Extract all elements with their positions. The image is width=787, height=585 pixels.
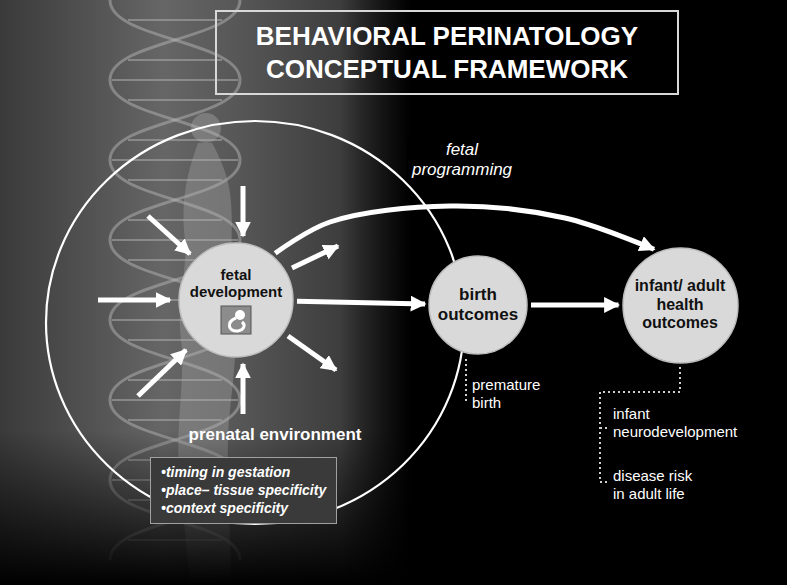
label-holder: premature birth (472, 376, 557, 412)
note-label: premature birth (472, 376, 557, 412)
inward-arrow (241, 186, 246, 236)
node-text: •timing in gestation (161, 463, 326, 481)
flow-arrow (297, 301, 425, 304)
node-text: fetal development (184, 266, 288, 301)
flow-arrow (275, 206, 654, 253)
node-text: infant/ adult health outcomes (628, 277, 732, 332)
circle-shape (429, 256, 527, 354)
ellipse-border (46, 121, 464, 524)
photo-ground (0, 0, 410, 585)
edge-label: fetal programming (407, 140, 517, 179)
flow-arrow (531, 303, 619, 308)
photo-edge-fade (340, 0, 411, 585)
outward-arrow (292, 246, 338, 268)
outward-arrow (288, 336, 336, 370)
label-holder: disease risk in adult life (613, 467, 708, 503)
development-circle: fetal development (178, 242, 294, 358)
circle-shape (179, 243, 293, 357)
label-holder: fetal programming (407, 140, 517, 179)
leader-line (465, 359, 467, 404)
environment-ellipse: prenatal environment fetal development •ti… (45, 120, 465, 525)
note-label: disease risk in adult life (613, 467, 708, 503)
title-text: BEHAVIORAL PERINATOLOGY CONCEPTUAL FRAME… (237, 20, 657, 85)
fetus-icon (221, 306, 251, 334)
fetus-head (235, 310, 245, 320)
icon-frame (221, 306, 251, 334)
inward-arrow (138, 350, 186, 396)
outcome-circle: birth outcomes (428, 255, 528, 355)
note-box: •timing in gestation•place– tissue speci… (150, 457, 337, 524)
label-holder: infant neurodevelopment (613, 405, 763, 441)
note-label: infant neurodevelopment (613, 405, 763, 441)
title-box: BEHAVIORAL PERINATOLOGY CONCEPTUAL FRAME… (215, 10, 679, 95)
inward-arrow (241, 364, 246, 414)
node-text: •context specificity (161, 499, 326, 517)
node-text: •place– tissue specificity (161, 481, 326, 499)
outcome-circle: infant/ adult health outcomes (622, 247, 739, 364)
inward-arrow (148, 216, 190, 254)
fetus-body (229, 318, 244, 331)
node-text: prenatal environment (45, 425, 465, 445)
inward-arrow (98, 298, 170, 303)
circle-shape (623, 248, 738, 363)
node-text: birth outcomes (432, 285, 524, 324)
